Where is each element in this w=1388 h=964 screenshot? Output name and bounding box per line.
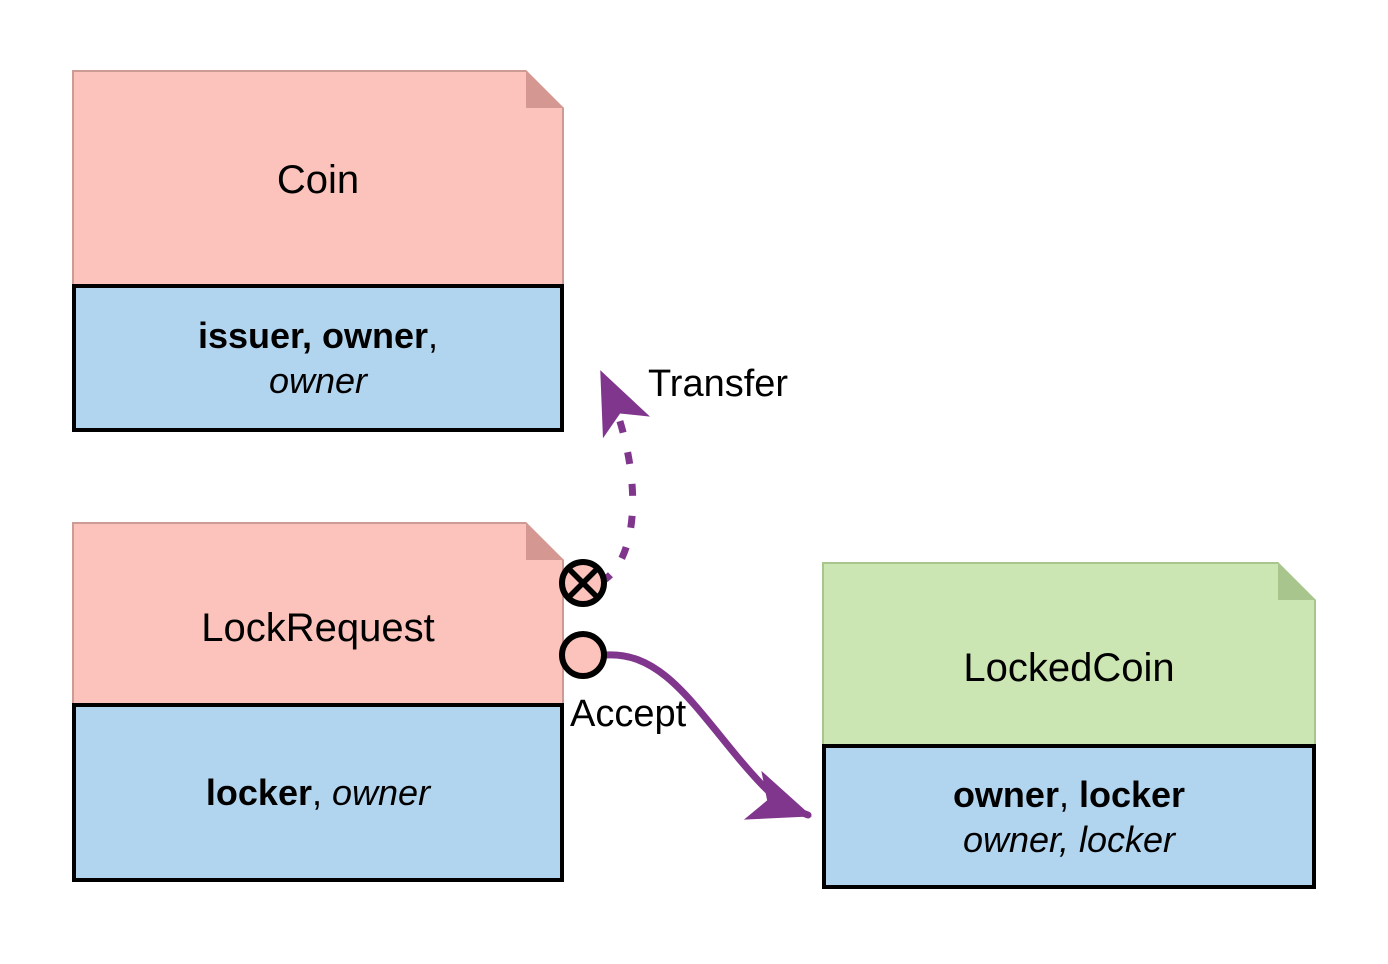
lockedcoin-attr-sep: , bbox=[1058, 773, 1079, 815]
coin-attribute-line-2: owner bbox=[269, 358, 367, 403]
lockrequest-attribute-line-1: locker, owner bbox=[206, 770, 430, 815]
lockedcoin-attr-italic: owner, locker bbox=[962, 818, 1176, 860]
coin-attr-italic: owner bbox=[268, 360, 368, 401]
coin-header-fill bbox=[72, 70, 564, 288]
lockrequest-attributes-compartment: locker, owner bbox=[72, 703, 564, 882]
circle-icon bbox=[559, 631, 607, 679]
lockrequest-attr-sep: , bbox=[312, 772, 333, 813]
lockedcoin-title: LockedCoin bbox=[963, 646, 1175, 690]
lockedcoin-attributes-compartment: owner, locker owner, locker bbox=[822, 744, 1316, 889]
consume-port[interactable] bbox=[557, 557, 609, 609]
lockrequest-title: LockRequest bbox=[201, 606, 435, 650]
uml-node-lockedcoin[interactable]: LockedCoin owner, locker owner, locker bbox=[822, 562, 1316, 889]
lockrequest-attr-bold: locker bbox=[205, 772, 312, 813]
accept-edge-path bbox=[602, 651, 812, 820]
coin-attributes-compartment: issuer, owner, owner bbox=[72, 284, 564, 432]
coin-attr-comma: , bbox=[428, 315, 439, 356]
transfer-edge-label: Transfer bbox=[648, 363, 789, 405]
transfer-edge-path bbox=[598, 370, 651, 586]
coin-attribute-line-1: issuer, owner, bbox=[198, 313, 438, 358]
uml-node-lockrequest[interactable]: LockRequest locker, owner bbox=[72, 522, 564, 882]
coin-title: Coin bbox=[276, 158, 360, 202]
lockedcoin-attribute-line-2: owner, locker bbox=[963, 817, 1175, 862]
coin-header bbox=[72, 70, 564, 288]
lockrequest-attr-italic: owner bbox=[332, 772, 431, 813]
produce-port[interactable] bbox=[557, 629, 609, 681]
crossed-circle-icon bbox=[559, 559, 607, 607]
lockedcoin-attribute-line-1: owner, locker bbox=[953, 772, 1185, 817]
coin-attr-bold: issuer, owner bbox=[197, 315, 429, 356]
uml-node-coin[interactable]: Coin issuer, owner, owner bbox=[72, 70, 564, 432]
lockedcoin-attr-bold-2: locker bbox=[1078, 773, 1186, 815]
lockedcoin-attr-bold-1: owner bbox=[952, 773, 1059, 815]
accept-edge-label: Accept bbox=[570, 693, 687, 735]
